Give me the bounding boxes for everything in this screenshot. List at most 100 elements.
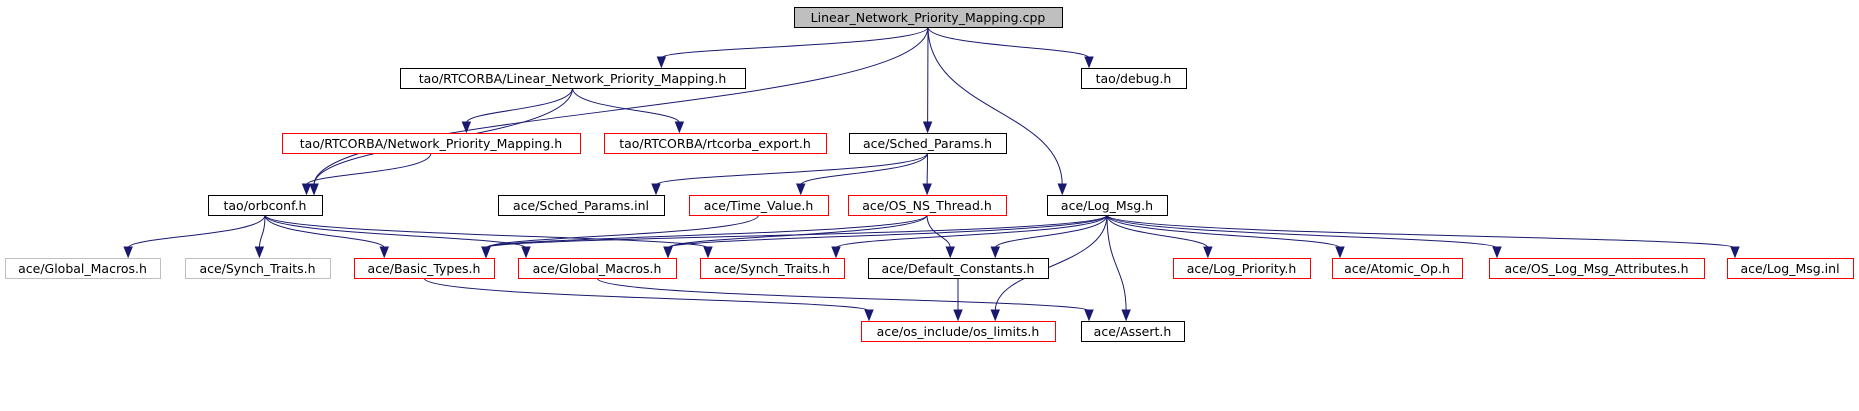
node-ace-log-msg-h[interactable]: ace/Log_Msg.h (1047, 195, 1168, 216)
node-label: ace/Synch_Traits.h (199, 261, 315, 276)
node-box (689, 195, 829, 216)
node-ace-assert-h[interactable]: ace/Assert.h (1081, 321, 1185, 342)
node-label: ace/OS_Log_Msg_Attributes.h (1504, 261, 1688, 276)
node-box (700, 258, 845, 279)
edge-n10-to-n16 (994, 214, 1108, 249)
node-box (849, 133, 1007, 154)
node-box (794, 7, 1063, 28)
arrowhead-n6-to-n15 (703, 246, 713, 259)
node-tao-orbconf-h[interactable]: tao/orbconf.h (208, 195, 323, 216)
arrowhead-n1-to-n6 (309, 183, 319, 196)
node-ace-time-value-h[interactable]: ace/Time_Value.h (689, 195, 829, 216)
arrowhead-n3-to-n6 (301, 183, 312, 196)
edge-n10-to-n14 (667, 214, 1108, 249)
edge-n9-to-n16 (926, 214, 951, 249)
edge-n3-to-n6 (306, 152, 432, 186)
arrowhead-n10-to-n17 (1203, 246, 1213, 259)
arrowhead-n0-to-n5 (922, 121, 933, 134)
node-tao-rtcorba-linear-network-priority-mapping-h[interactable]: tao/RTCORBA/Linear_Network_Priority_Mapp… (400, 68, 746, 89)
edge-n10-to-n18 (1106, 214, 1341, 249)
arrowhead-n16-to-n21 (953, 309, 963, 322)
edge-n9-to-n14 (667, 214, 928, 249)
node-box (1489, 258, 1705, 279)
nodes-layer: Linear_Network_Priority_Mapping.cpp tao/R… (5, 7, 1854, 342)
node-ace-os-log-msg-attributes-h[interactable]: ace/OS_Log_Msg_Attributes.h (1489, 258, 1705, 279)
node-ace-atomic-op-h[interactable]: ace/Atomic_Op.h (1332, 258, 1463, 279)
arrowhead-n10-to-n14 (663, 246, 673, 259)
node-label: ace/Log_Msg.inl (1740, 261, 1839, 276)
node-box (1081, 68, 1187, 89)
node-ace-sched-params-h[interactable]: ace/Sched_Params.h (849, 133, 1007, 154)
edge-n13-to-n21 (423, 277, 870, 312)
node-label: tao/RTCORBA/Linear_Network_Priority_Mapp… (419, 71, 727, 86)
arrowhead-n6-to-n13 (379, 246, 389, 259)
arrowhead-n10-to-n18 (1335, 246, 1345, 259)
edge-n6-to-n12 (258, 214, 266, 249)
edge-n6-to-n13 (264, 214, 385, 249)
node-label: ace/Time_Value.h (704, 198, 814, 213)
edge-n6-to-n15 (264, 214, 709, 249)
arrowhead-n10-to-n21 (990, 309, 1000, 322)
node-label: ace/Basic_Types.h (368, 261, 481, 276)
node-label: ace/Assert.h (1094, 324, 1172, 339)
node-ace-synch-traits-h[interactable]: ace/Synch_Traits.h (700, 258, 845, 279)
edge-n10-to-n19 (1106, 214, 1498, 249)
node-ace-global-macros-h[interactable]: ace/Global_Macros.h (5, 258, 161, 279)
arrowhead-n0-to-n2 (1084, 56, 1094, 69)
edge-n5-to-n8 (800, 152, 928, 186)
node-label: tao/RTCORBA/Network_Priority_Mapping.h (300, 136, 562, 151)
node-ace-default-constants-h[interactable]: ace/Default_Constants.h (868, 258, 1049, 279)
arrowhead-n14-to-n22 (1084, 309, 1094, 322)
node-ace-basic-types-h[interactable]: ace/Basic_Types.h (354, 258, 495, 279)
node-box (208, 195, 323, 216)
node-box (861, 321, 1056, 342)
node-label: Linear_Network_Priority_Mapping.cpp (811, 10, 1046, 25)
node-box (868, 258, 1049, 279)
edge-n10-to-n21 (994, 214, 1108, 312)
node-box (1332, 258, 1463, 279)
node-ace-log-priority-h[interactable]: ace/Log_Priority.h (1173, 258, 1311, 279)
node-label: tao/orbconf.h (224, 198, 307, 213)
node-ace-os-include-os-limits-h[interactable]: ace/os_include/os_limits.h (861, 321, 1056, 342)
node-tao-rtcorba-network-priority-mapping-h[interactable]: tao/RTCORBA/Network_Priority_Mapping.h (282, 133, 581, 154)
arrowhead-n10-to-n16 (990, 246, 1000, 259)
edge-n0-to-n2 (927, 26, 1090, 59)
node-ace-log-msg-inl[interactable]: ace/Log_Msg.inl (1727, 258, 1854, 279)
node-ace-global-macros-h[interactable]: ace/Global_Macros.h (518, 258, 677, 279)
node-box (1047, 195, 1168, 216)
node-label: ace/os_include/os_limits.h (877, 324, 1040, 339)
node-ace-synch-traits-h[interactable]: ace/Synch_Traits.h (185, 258, 331, 279)
node-ace-sched-params-inl[interactable]: ace/Sched_Params.inl (498, 195, 665, 216)
node-label: ace/Global_Macros.h (18, 261, 147, 276)
arrowhead-n5-to-n9 (922, 183, 932, 196)
arrowhead-n10-to-n15 (831, 246, 841, 259)
node-label: ace/Log_Priority.h (1187, 261, 1297, 276)
edge-n14-to-n22 (596, 277, 1090, 312)
node-ace-os-ns-thread-h[interactable]: ace/OS_NS_Thread.h (848, 195, 1007, 216)
node-tao-debug-h[interactable]: tao/debug.h (1081, 68, 1187, 89)
arrowhead-n10-to-n19 (1492, 246, 1502, 259)
edge-n10-to-n17 (1106, 214, 1209, 249)
arrowhead-n6-to-n14 (521, 246, 531, 259)
node-label: ace/Default_Constants.h (882, 261, 1035, 276)
node-label: ace/Atomic_Op.h (1344, 261, 1450, 276)
edge-n8-to-n13 (485, 214, 759, 249)
arrowhead-n6-to-n12 (254, 246, 265, 259)
arrowhead-n6-to-n11 (123, 246, 133, 259)
node-label: ace/Sched_Params.inl (513, 198, 649, 213)
node-tao-rtcorba-rtcorba-export-h[interactable]: tao/RTCORBA/rtcorba_export.h (604, 133, 827, 154)
edge-n10-to-n13 (485, 214, 1108, 249)
arrowhead-n1-to-n4 (674, 121, 685, 134)
arrowhead-n0-to-n10 (1057, 183, 1067, 196)
node-box (5, 258, 161, 279)
edge-n1-to-n3 (465, 87, 573, 124)
node-box (354, 258, 495, 279)
node-label: ace/Global_Macros.h (533, 261, 662, 276)
arrowhead-n10-to-n20 (1730, 246, 1740, 259)
node-box (185, 258, 331, 279)
node-label: ace/Synch_Traits.h (714, 261, 830, 276)
node-box (282, 133, 581, 154)
edge-n10-to-n20 (1106, 214, 1736, 249)
node-box (1081, 321, 1185, 342)
